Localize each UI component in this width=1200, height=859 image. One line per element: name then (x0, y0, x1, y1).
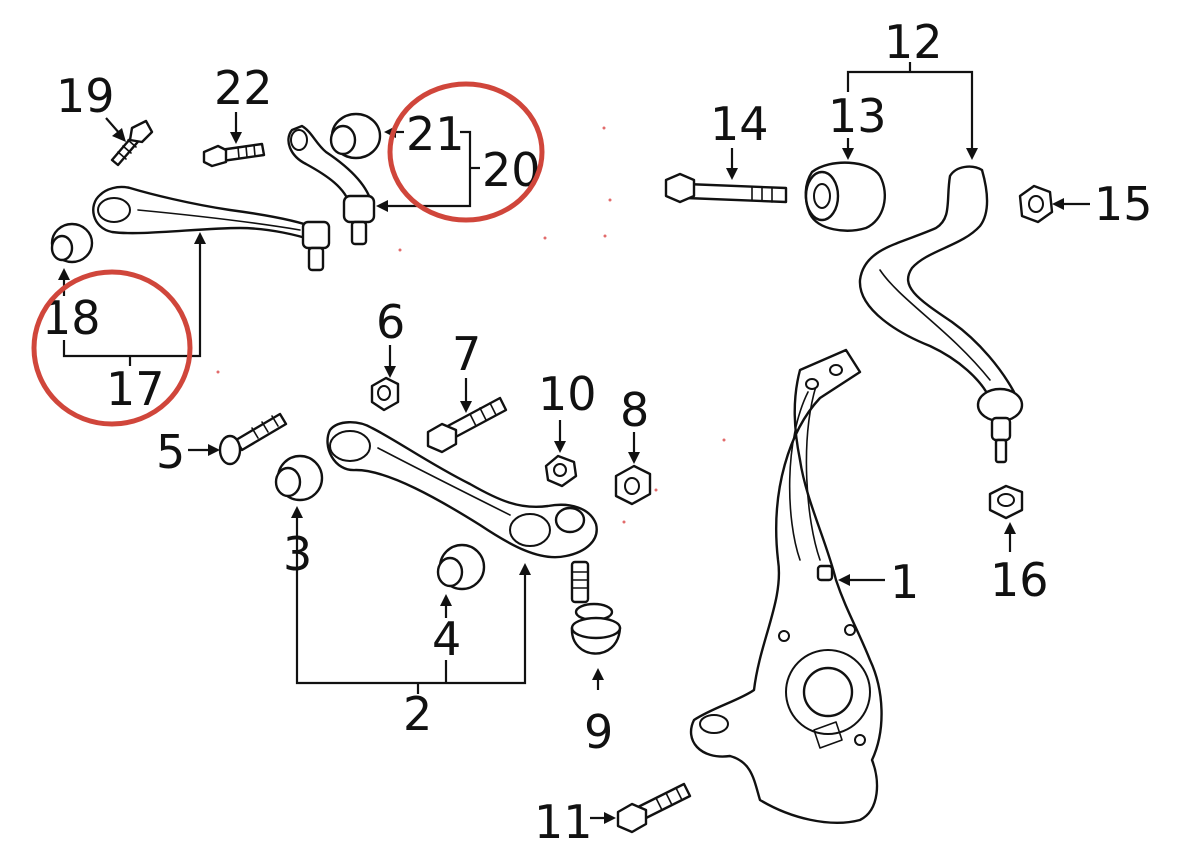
callout-4: 4 (432, 612, 461, 666)
control-arm-17 (92, 185, 331, 272)
callout-10: 10 (538, 367, 597, 421)
nut-16 (988, 484, 1024, 520)
callout-15: 15 (1094, 177, 1153, 231)
callout-22: 22 (214, 61, 273, 115)
callout-13: 13 (828, 89, 887, 143)
bolt-22 (202, 142, 266, 168)
bushing-21 (329, 112, 382, 160)
callout-16: 16 (990, 553, 1049, 607)
nut-8 (614, 464, 652, 506)
callout-8: 8 (620, 383, 649, 437)
bushing-4 (436, 543, 486, 591)
nut-15 (1018, 184, 1054, 224)
steering-knuckle-1 (689, 348, 883, 824)
bolt-7 (426, 396, 508, 454)
callout-9: 9 (584, 705, 613, 759)
control-arm-12 (858, 165, 1024, 464)
callout-19: 19 (56, 69, 115, 123)
callout-11: 11 (534, 795, 593, 849)
control-arm-20 (287, 124, 376, 246)
callout-2: 2 (403, 687, 432, 741)
callout-17: 17 (106, 362, 165, 416)
callout-1: 1 (890, 555, 919, 609)
highlight-circle-20-21 (387, 81, 545, 223)
callout-3: 3 (283, 527, 312, 581)
leader-lines (58, 62, 1090, 824)
callout-21: 21 (406, 107, 465, 161)
highlight-circle-17-18 (31, 269, 193, 427)
callout-7: 7 (452, 327, 481, 381)
bolt-11 (616, 782, 692, 834)
callout-12: 12 (884, 15, 943, 69)
ball-joint-9 (570, 560, 622, 655)
highlight-circles (31, 81, 545, 427)
callout-14: 14 (710, 97, 769, 151)
bushing-3 (274, 454, 324, 502)
bolt-5 (218, 412, 288, 466)
callout-labels: 1 2 3 4 5 6 7 8 9 10 11 12 13 14 15 16 1… (42, 15, 1153, 849)
bolt-14 (664, 172, 788, 204)
bolt-19 (110, 119, 154, 167)
bushing-18 (50, 222, 94, 264)
nut-10 (544, 454, 578, 488)
artifact-specks (216, 126, 726, 524)
callout-6: 6 (376, 295, 405, 349)
nut-6 (370, 376, 400, 412)
control-arm-2 (326, 421, 598, 559)
callout-5: 5 (156, 425, 185, 479)
bushing-13 (804, 161, 887, 232)
